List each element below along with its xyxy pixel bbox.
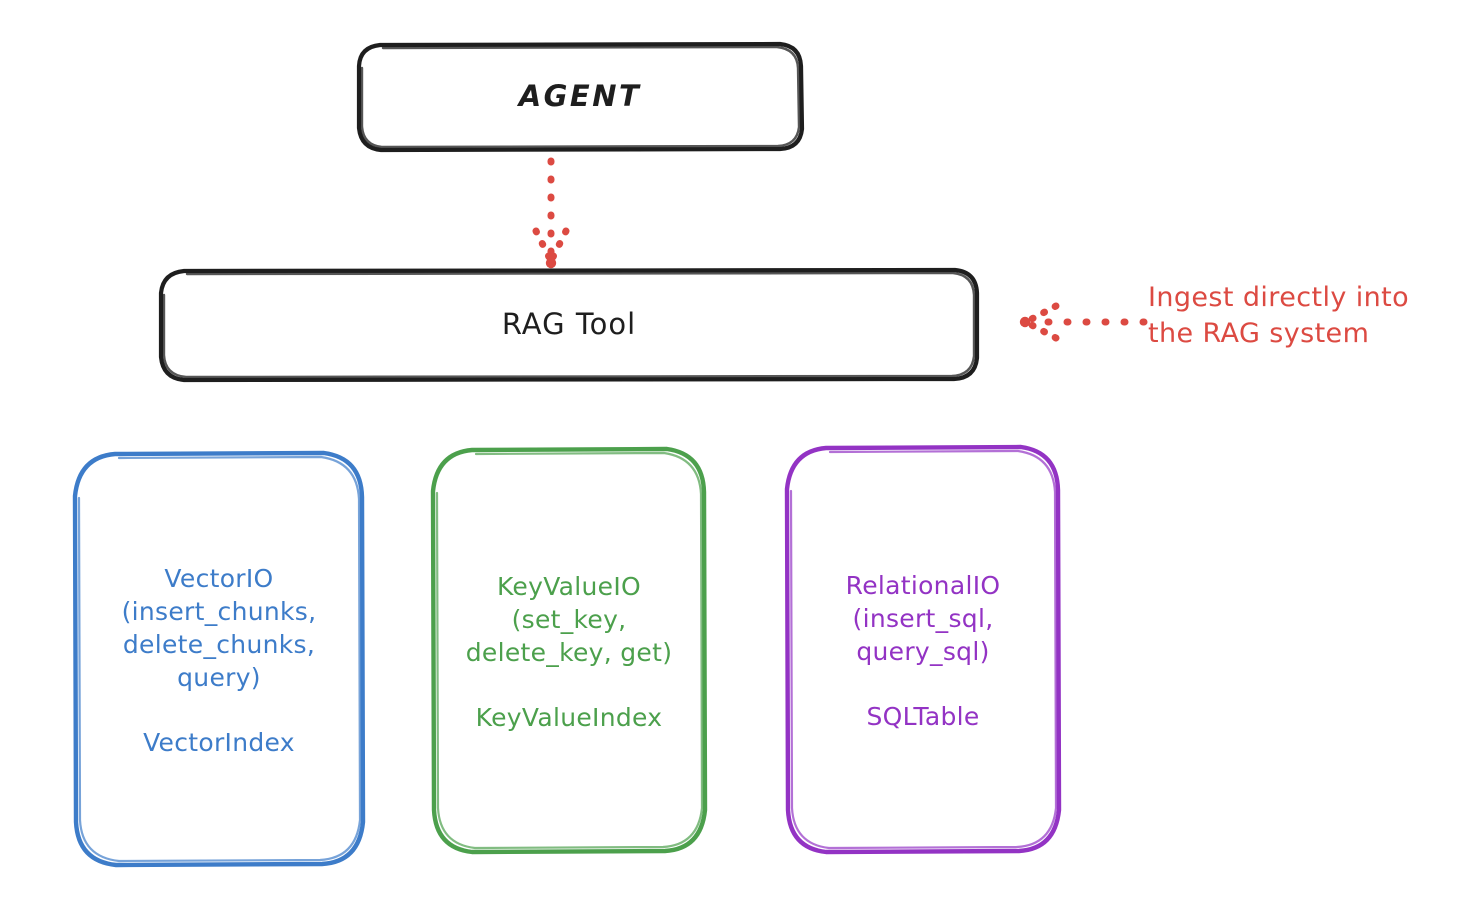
key-value-io-label: KeyValueIO (set_key, delete_key, get) xyxy=(465,571,673,667)
relational-io-label: RelationalIO (insert_sql, query_sql) xyxy=(845,570,1001,666)
relational-io-sublabel: SQLTable xyxy=(866,701,980,731)
connector-ingest-arrow xyxy=(1019,302,1148,342)
node-key-value-io[interactable]: KeyValueIO (set_key, delete_key, get) Ke… xyxy=(430,446,708,855)
agent-label: AGENT xyxy=(518,79,642,114)
connector-agent-to-rag-tool xyxy=(532,157,570,269)
node-rag-tool[interactable]: RAG Tool xyxy=(158,267,980,383)
ingest-annotation-text: Ingest directly into the RAG system xyxy=(1148,282,1410,350)
node-relational-io[interactable]: RelationalIO (insert_sql, query_sql) SQL… xyxy=(784,444,1062,855)
vector-io-label: VectorIO (insert_chunks, delete_chunks, … xyxy=(121,563,317,692)
key-value-io-sublabel: KeyValueIndex xyxy=(475,702,663,732)
node-vector-io[interactable]: VectorIO (insert_chunks, delete_chunks, … xyxy=(72,450,366,868)
vector-io-sublabel: VectorIndex xyxy=(143,727,295,757)
node-agent[interactable]: AGENT xyxy=(356,41,805,153)
rag-tool-label: RAG Tool xyxy=(501,307,637,342)
